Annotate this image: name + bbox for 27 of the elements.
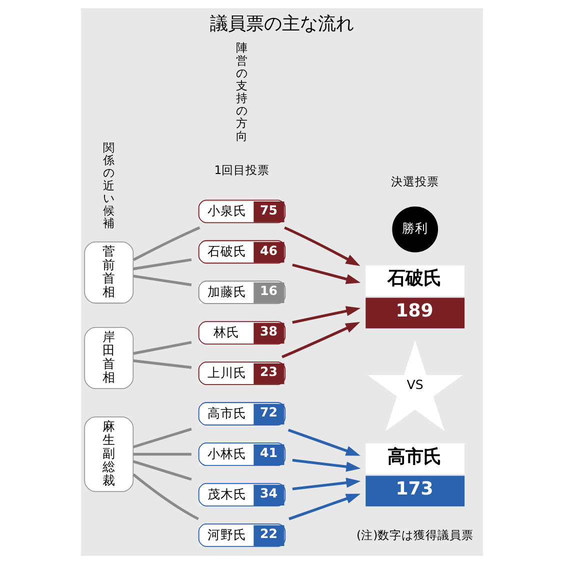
connector bbox=[133, 341, 192, 355]
label: 関係の近い候補 bbox=[102, 140, 115, 230]
connector bbox=[133, 258, 192, 270]
connector bbox=[132, 460, 192, 481]
label: 1回目投票 bbox=[214, 162, 270, 177]
node-box: 岸田首相 bbox=[84, 326, 134, 390]
connector bbox=[133, 452, 192, 456]
arrow bbox=[292, 458, 361, 472]
connector bbox=[132, 473, 199, 520]
arrow bbox=[292, 306, 361, 324]
label: 陣営の支持の方向 bbox=[236, 40, 248, 143]
label: 決選投票 bbox=[391, 174, 440, 189]
connector bbox=[133, 359, 192, 369]
node-circle: 勝利 bbox=[392, 206, 438, 252]
node-box: 麻生副総裁 bbox=[84, 416, 134, 492]
node-box: 菅前首相 bbox=[84, 242, 134, 304]
connector bbox=[133, 274, 192, 286]
arrow bbox=[284, 226, 360, 266]
connector bbox=[132, 428, 192, 448]
arrow bbox=[282, 322, 360, 358]
label: (注)数字は獲得議員票 bbox=[356, 528, 474, 542]
arrow bbox=[288, 428, 360, 456]
arrow bbox=[288, 494, 360, 520]
diagram-title: 議員票の主な流れ bbox=[210, 14, 354, 35]
connector bbox=[132, 226, 200, 262]
arrow bbox=[292, 264, 361, 284]
arrow bbox=[292, 478, 361, 490]
